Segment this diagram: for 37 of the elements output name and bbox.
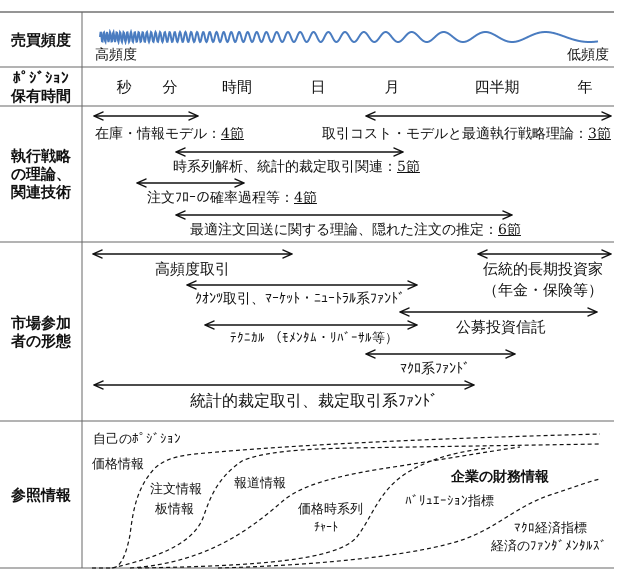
topic-label: 注文ﾌﾛｰの確率過程等：4節 bbox=[147, 190, 317, 207]
time-unit-label: 日 bbox=[310, 78, 326, 96]
time-unit-label: 秒 bbox=[116, 78, 132, 96]
participant-label: 高頻度取引 bbox=[155, 260, 230, 278]
info-type-label: 板情報 bbox=[155, 502, 194, 518]
info-type-label: 価格時系列 bbox=[298, 502, 363, 518]
topic-label: 最適注文回送に関する理論、隠れた注文の推定：6節 bbox=[190, 222, 521, 239]
participant-label: 公募投資信託 bbox=[456, 318, 546, 336]
participant-label: 統計的裁定取引、裁定取引系ﾌｧﾝﾄﾞ bbox=[190, 391, 438, 410]
info-type-label: 経済のﾌｧﾝﾀﾞﾒﾝﾀﾙｽﾞ bbox=[491, 539, 607, 555]
scale-end-label: 低頻度 bbox=[567, 47, 609, 64]
row-header: 売買頻度 bbox=[10, 31, 72, 49]
time-unit-label: 分 bbox=[162, 78, 178, 96]
participant-label: 伝統的長期投資家（年金・保険等） bbox=[482, 259, 604, 301]
info-type-label: 企業の財務情報 bbox=[451, 469, 549, 486]
info-type-label: 報道情報 bbox=[234, 476, 286, 492]
time-unit-label: 四半期 bbox=[474, 78, 520, 96]
topic-label: 在庫・情報モデル：4節 bbox=[95, 126, 244, 143]
info-type-label: ﾁｬｰﾄ bbox=[314, 520, 338, 534]
time-unit-label: 月 bbox=[384, 78, 400, 96]
row-header: ﾎﾟｼﾞｼｮﾝ保有時間 bbox=[10, 69, 72, 105]
topic-label: 時系列解析、統計的裁定取引関連：5節 bbox=[173, 159, 420, 176]
info-type-label: ﾏｸﾛ経済指標 bbox=[514, 521, 587, 537]
row-header: 市場参加者の形態 bbox=[10, 314, 72, 350]
time-unit-label: 時間 bbox=[222, 78, 252, 96]
scale-end-label: 高頻度 bbox=[95, 47, 137, 64]
info-type-label: 価格情報 bbox=[92, 457, 144, 473]
participant-label: ｸｵﾝﾂ取引、ﾏｰｹｯﾄ・ﾆｭｰﾄﾗﾙ系ﾌｧﾝﾄﾞ bbox=[195, 291, 405, 308]
info-type-label: ﾊﾞﾘｭｴｰｼｮﾝ指標 bbox=[405, 494, 494, 510]
row-header: 執行戦略の理論、関連技術 bbox=[10, 147, 72, 201]
participant-label: ﾃｸﾆｶﾙ （ﾓﾒﾝﾀﾑ・ﾘﾊﾞｰｻﾙ等） bbox=[230, 331, 398, 347]
topic-label: 取引コスト・モデルと最適執行戦略理論：3節 bbox=[322, 126, 611, 143]
participant-label: ﾏｸﾛ系ﾌｧﾝﾄﾞ bbox=[400, 361, 470, 378]
info-type-label: 自己のﾎﾟｼﾞｼｮﾝ bbox=[93, 432, 181, 448]
info-type-label: 注文情報 bbox=[150, 482, 202, 498]
row-header: 参照情報 bbox=[10, 486, 72, 504]
time-unit-label: 年 bbox=[578, 78, 592, 96]
